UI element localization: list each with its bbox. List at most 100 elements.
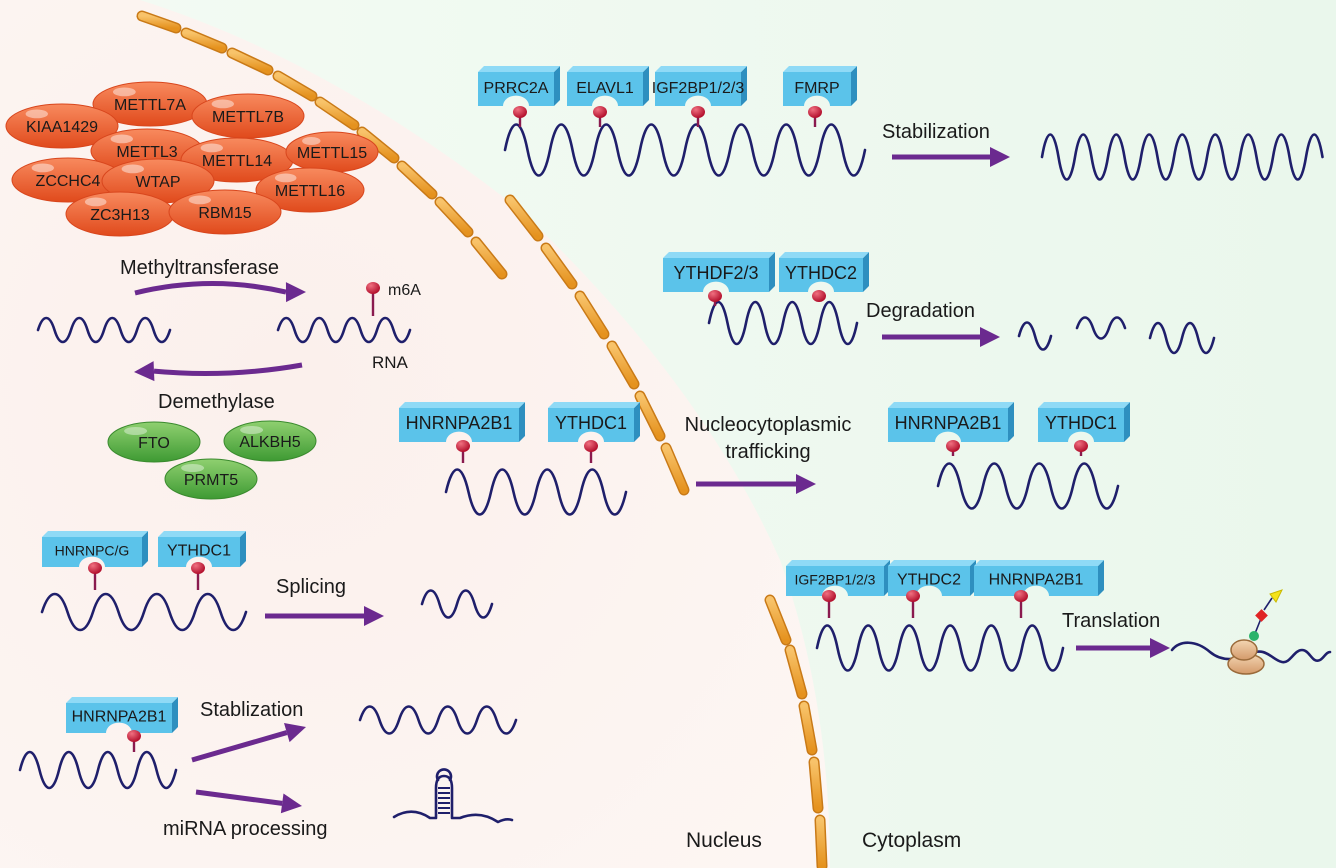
mirna-arrow xyxy=(195,789,302,814)
m6a-mark xyxy=(812,290,826,302)
m6a-mark xyxy=(1014,590,1028,618)
m6a-mark xyxy=(191,562,205,590)
writer-label: METTL15 xyxy=(297,145,367,162)
writer-label: WTAP xyxy=(135,174,180,191)
reader-ythdc1-export-in-label: YTHDC1 xyxy=(555,413,627,433)
mirna-processing-label: miRNA processing xyxy=(163,818,328,840)
spliced-rna xyxy=(420,589,494,619)
writer-label: METTL14 xyxy=(202,153,272,170)
reader-ythdc1-splicing-label: YTHDC1 xyxy=(167,543,231,560)
reader-fmrp: FMRP xyxy=(783,66,857,106)
reader-ythdc2-translation-label: YTHDC2 xyxy=(897,572,961,589)
mirna-hairpin-icon xyxy=(392,768,514,824)
nuclear-rna xyxy=(18,750,178,790)
m6a-mark xyxy=(513,106,527,127)
reader-ythdc2-label: YTHDC2 xyxy=(785,263,857,283)
nucleocytoplasmic-label: Nucleocytoplasmic xyxy=(685,414,852,436)
nucleus-label: Nucleus xyxy=(686,829,762,852)
membrane-segment-fill xyxy=(398,162,436,198)
eraser-label: FTO xyxy=(138,435,170,452)
writer-label: ZCCHC4 xyxy=(36,173,101,190)
reader-ythdc1-export-out-label: YTHDC1 xyxy=(1045,413,1117,433)
export-rna-nuclear xyxy=(444,468,628,516)
m6a-mark xyxy=(127,730,141,752)
reader-hnrnpa2b1-export-in-label: HNRNPA2B1 xyxy=(406,413,513,433)
m6a-mark xyxy=(584,440,598,463)
membrane-segment-fill xyxy=(800,702,816,754)
export-arrow xyxy=(696,474,816,494)
writer-mettl15: METTL15 xyxy=(285,131,379,173)
membrane-segment-fill xyxy=(608,342,638,388)
m6a-mark xyxy=(946,440,960,456)
reader-hnrnpc-g-label: HNRNPC/G xyxy=(55,543,130,559)
degradation-label: Degradation xyxy=(866,300,975,322)
membrane-segment-fill xyxy=(182,29,226,52)
nuclear-stablization-arrow xyxy=(191,722,306,763)
membrane-segment-fill xyxy=(636,392,664,440)
writer-label: METTL3 xyxy=(116,144,177,161)
reader-ythdc1-export-out: YTHDC1 xyxy=(1038,402,1130,442)
cytoplasm-label: Cytoplasm xyxy=(862,829,961,852)
methylated-rna xyxy=(276,316,412,344)
stabilized-rna xyxy=(1040,133,1324,181)
writer-rbm15: RBM15 xyxy=(168,189,282,235)
writer-zcchc4: ZCCHC4 xyxy=(11,157,125,203)
demethylase-label: Demethylase xyxy=(158,391,275,413)
membrane-segment-fill xyxy=(662,444,688,494)
reader-prrc2a: PRRC2A xyxy=(478,66,560,106)
stabilization-arrow xyxy=(892,147,1010,167)
rna-fragment xyxy=(1148,321,1216,355)
unmethylated-rna xyxy=(36,316,172,344)
membrane-segment-fill xyxy=(358,128,398,162)
membrane-segment-fill xyxy=(766,596,790,644)
degradation-rna xyxy=(707,300,859,346)
reader-ythdf2-3-label: YTHDF2/3 xyxy=(673,263,758,283)
reader-prrc2a-label: PRRC2A xyxy=(484,80,549,97)
export-rna-cytoplasm xyxy=(936,462,1120,510)
translated-mrna xyxy=(1170,641,1332,664)
reader-ythdc2-translation: YTHDC2 xyxy=(888,560,976,596)
membrane-segment-fill xyxy=(436,198,472,236)
writer-label: RBM15 xyxy=(198,205,251,222)
methylation-arrow xyxy=(134,281,306,303)
writer-label: ZC3H13 xyxy=(90,207,150,224)
membrane-segment-fill xyxy=(228,49,272,74)
reader-igf2bp-stab: IGF2BP1/2/3 xyxy=(652,66,747,106)
reader-hnrnpa2b1-nuclear: HNRNPA2B1 xyxy=(66,697,178,733)
splicing-label: Splicing xyxy=(276,576,346,598)
eraser-alkbh5: ALKBH5 xyxy=(223,420,317,462)
trafficking-label: trafficking xyxy=(725,441,810,463)
translation-rna xyxy=(815,624,1065,672)
demethylation-arrow xyxy=(134,361,303,382)
membrane-segment-fill xyxy=(316,98,358,129)
membrane-segment-fill xyxy=(138,12,180,32)
reader-hnrnpa2b1-export-in: HNRNPA2B1 xyxy=(399,402,525,442)
methyltransferase-label: Methyltransferase xyxy=(120,257,279,279)
degradation-arrow xyxy=(882,327,1000,347)
stabilization-rna xyxy=(503,123,867,177)
reader-hnrnpa2b1-nuclear-label: HNRNPA2B1 xyxy=(72,709,167,726)
reader-ythdc2: YTHDC2 xyxy=(779,252,869,292)
reader-elavl1-label: ELAVL1 xyxy=(576,80,634,97)
nuclear-stablization-label: Stablization xyxy=(200,699,303,721)
eraser-fto: FTO xyxy=(107,421,201,463)
writer-mettl14: METTL14 xyxy=(180,137,294,183)
m6a-mark xyxy=(1074,440,1088,456)
m6a-mark xyxy=(708,290,722,306)
rna-fragment xyxy=(1017,321,1053,351)
membrane-segment-fill xyxy=(472,238,506,278)
m6a-mark xyxy=(906,590,920,618)
eraser-prmt5: PRMT5 xyxy=(164,458,258,500)
m6a-mark xyxy=(808,106,822,127)
eraser-label: ALKBH5 xyxy=(239,434,300,451)
rna-fragment xyxy=(1075,316,1127,340)
reader-elavl1: ELAVL1 xyxy=(567,66,649,106)
reader-hnrnpa2b1-export-out-label: HNRNPA2B1 xyxy=(895,413,1002,433)
writer-zc3h13: ZC3H13 xyxy=(65,191,175,237)
m6a-mark xyxy=(691,106,705,127)
writer-label: METTL7A xyxy=(114,97,186,114)
writer-label: KIAA1429 xyxy=(26,119,98,136)
membrane-segment-fill xyxy=(786,646,806,698)
membrane-segment-fill xyxy=(816,816,826,868)
